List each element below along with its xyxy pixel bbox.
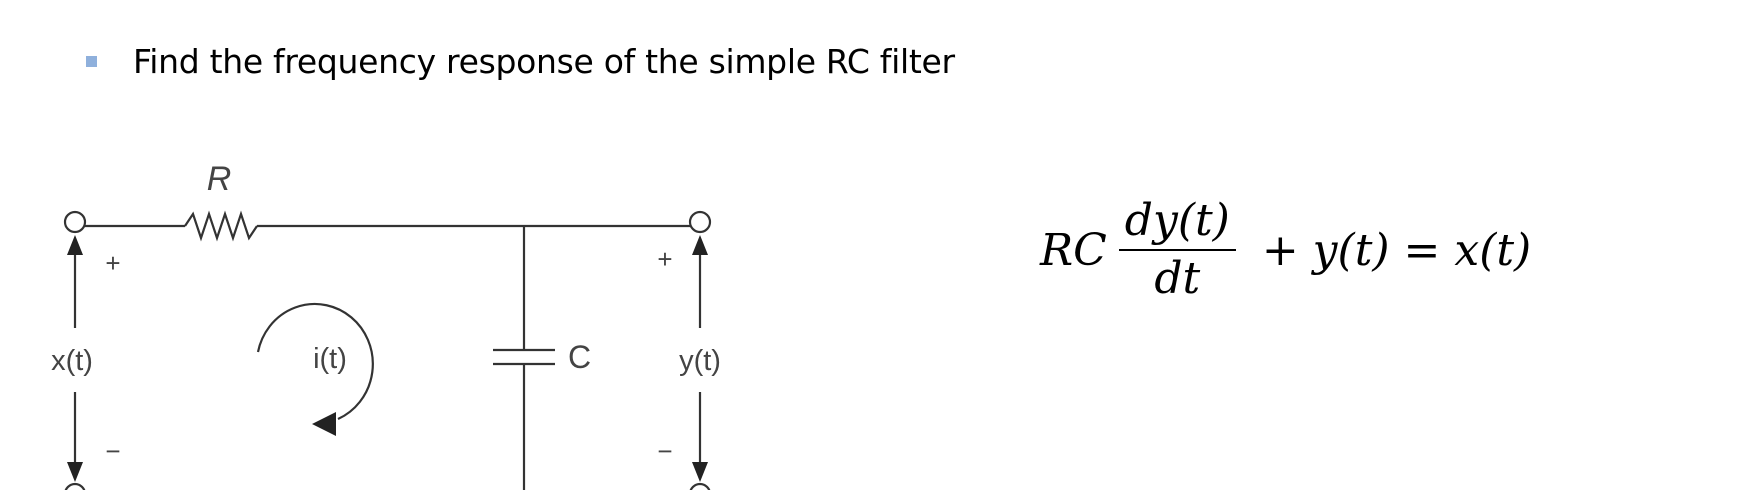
fraction-numerator: dy(t) — [1124, 195, 1230, 246]
output-minus-sign: − — [657, 436, 672, 466]
differential-equation: RC dy(t) dt + y(t) = x(t) — [1040, 190, 1531, 310]
input-terminal-bottom — [64, 482, 86, 490]
input-arrow-up-head — [67, 235, 83, 255]
input-plus-sign: + — [105, 248, 120, 278]
fraction-denominator: dt — [1154, 253, 1201, 304]
output-signal-label: y(t) — [679, 345, 720, 377]
rc-circuit-diagram: R C x(t) y(t) i(t) + − + − — [51, 160, 720, 490]
output-arrow-up-head — [692, 235, 708, 255]
current-loop-arc — [256, 302, 374, 421]
resistor-label: R — [207, 160, 232, 198]
output-plus-sign: + — [657, 244, 672, 274]
equation-remainder: + y(t) = x(t) — [1247, 224, 1532, 276]
derivative-fraction: dy(t) dt — [1118, 195, 1236, 304]
current-label: i(t) — [313, 343, 347, 375]
input-minus-sign: − — [105, 436, 120, 466]
resistor-symbol — [184, 210, 258, 242]
input-arrow-down-head — [67, 462, 83, 482]
current-loop-arrowhead — [312, 412, 336, 436]
output-arrow-down-head — [692, 462, 708, 482]
input-terminal-top — [63, 210, 87, 234]
input-signal-label: x(t) — [51, 345, 93, 377]
bullet-item: Find the frequency response of the simpl… — [86, 36, 955, 86]
bullet-text: Find the frequency response of the simpl… — [133, 41, 955, 81]
capacitor-label: C — [568, 339, 591, 375]
output-terminal-bottom — [689, 482, 711, 490]
output-terminal-top — [688, 210, 712, 234]
equation-coefficient: RC — [1040, 224, 1107, 276]
fraction-bar — [1118, 249, 1236, 251]
bullet-marker — [86, 55, 97, 67]
